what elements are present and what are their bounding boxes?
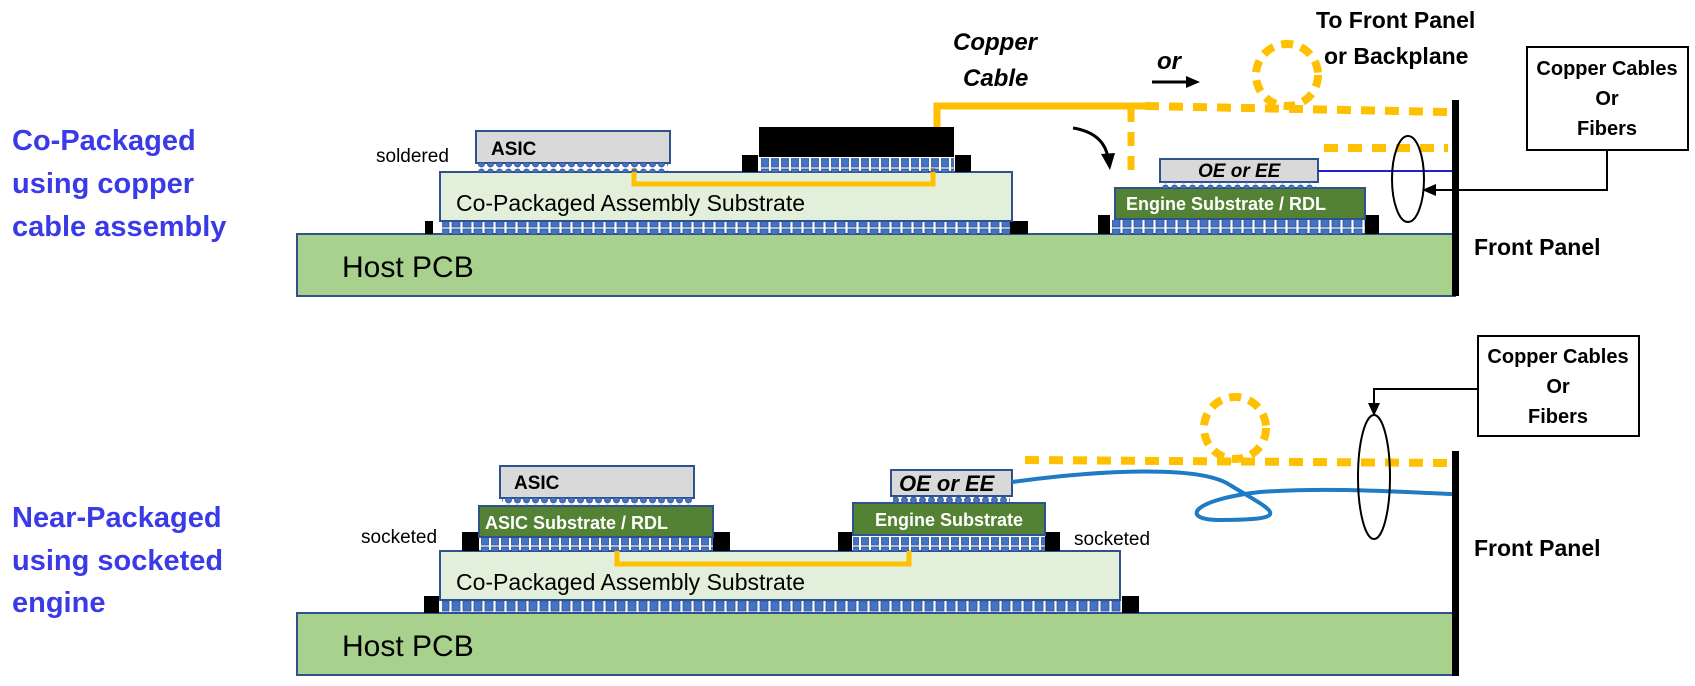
top-side-label-line-1: Co-Packaged bbox=[12, 125, 196, 157]
bottom-host-pcb bbox=[296, 612, 1456, 676]
top-panel: Co-Packaged using copper cable assembly … bbox=[12, 7, 1689, 297]
bottom-asic-die bbox=[499, 465, 695, 499]
bottom-callout-line-2: Or bbox=[1546, 376, 1570, 398]
top-callout-line-3: Fibers bbox=[1577, 118, 1637, 140]
bottom-engine-substrate bbox=[852, 502, 1046, 536]
top-connector-left-pad bbox=[742, 155, 758, 172]
bottom-callout-arrow-head bbox=[1368, 403, 1380, 416]
top-dashed-cable-to-backplane bbox=[1144, 102, 1449, 116]
bottom-bundle-ellipse bbox=[1357, 414, 1391, 540]
top-connector-bumps bbox=[760, 158, 954, 172]
bottom-asic-substrate-label: ASIC Substrate / RDL bbox=[485, 513, 668, 533]
bottom-side-label-line-3: engine bbox=[12, 587, 105, 619]
top-callout-line-2: Or bbox=[1595, 88, 1619, 110]
bottom-callout-line-1: Copper Cables bbox=[1487, 346, 1628, 368]
top-asic-label: ASIC bbox=[491, 139, 537, 160]
bottom-asic-bumps bbox=[480, 537, 713, 551]
top-curved-arrow bbox=[1072, 126, 1110, 159]
bottom-oe-ee-label: OE or EE bbox=[899, 471, 996, 496]
top-engine-substrate bbox=[1114, 187, 1366, 220]
bottom-cpa-substrate bbox=[439, 550, 1121, 601]
bottom-asic-right-pad bbox=[713, 532, 730, 551]
bottom-fiber bbox=[1011, 469, 1453, 523]
bottom-asic-label: ASIC bbox=[514, 473, 560, 494]
bottom-substrate-left-pad bbox=[424, 596, 439, 613]
bottom-substrate-trace bbox=[614, 550, 912, 567]
top-cable-connector bbox=[759, 127, 954, 157]
top-asic-bumps bbox=[478, 163, 668, 172]
bottom-engine-left-pad bbox=[838, 532, 852, 551]
top-front-panel-wall bbox=[1452, 100, 1459, 296]
bottom-callout-box bbox=[1477, 335, 1640, 437]
bottom-substrate-ball-array bbox=[442, 600, 1121, 613]
top-copper-cable-label-1: Copper bbox=[953, 29, 1039, 56]
bottom-socketed-left: socketed bbox=[361, 527, 437, 548]
top-to-front-panel-2: or Backplane bbox=[1324, 43, 1468, 69]
top-callout-leader bbox=[1436, 150, 1608, 191]
top-cpa-substrate bbox=[439, 171, 1013, 222]
top-callout-arrow-head bbox=[1422, 184, 1436, 196]
top-substrate-left-pad bbox=[425, 221, 433, 234]
top-or-arrow-head bbox=[1186, 76, 1200, 88]
top-substrate-right-pad bbox=[1010, 221, 1028, 234]
top-callout-line-1: Copper Cables bbox=[1536, 58, 1677, 80]
top-connector-right-pad bbox=[955, 155, 971, 172]
top-copper-cable bbox=[933, 102, 1145, 127]
top-or-label: or bbox=[1157, 48, 1183, 75]
top-side-label-line-3: cable assembly bbox=[12, 211, 226, 243]
top-copper-cable-label-2: Cable bbox=[963, 65, 1028, 92]
top-engine-substrate-label: Engine Substrate / RDL bbox=[1126, 194, 1326, 214]
bottom-callout-line-3: Fibers bbox=[1528, 406, 1588, 428]
bottom-callout-leader bbox=[1373, 388, 1478, 405]
top-engine-right-pad bbox=[1365, 215, 1379, 234]
top-bundle-ellipse bbox=[1391, 135, 1425, 223]
top-to-front-panel-1: To Front Panel bbox=[1316, 7, 1475, 33]
top-oe-ee-label: OE or EE bbox=[1198, 161, 1282, 182]
bottom-asic-die-bumps bbox=[502, 498, 692, 506]
bottom-oe-ee-chip bbox=[890, 469, 1013, 497]
bottom-host-pcb-label: Host PCB bbox=[342, 630, 474, 663]
bottom-side-label-line-1: Near-Packaged bbox=[12, 502, 222, 534]
top-oe-ee-bumps bbox=[1162, 182, 1316, 188]
top-engine-ball-array bbox=[1112, 220, 1365, 234]
bottom-socketed-right: socketed bbox=[1074, 529, 1150, 550]
bottom-engine-substrate-label: Engine Substrate bbox=[875, 510, 1023, 530]
top-side-label-line-2: using copper bbox=[12, 168, 194, 200]
bottom-front-panel-wall bbox=[1452, 451, 1459, 676]
bottom-engine-bumps bbox=[853, 537, 1045, 551]
top-substrate-trace bbox=[631, 168, 936, 187]
top-soldered-label: soldered bbox=[376, 146, 449, 167]
top-substrate-ball-array bbox=[442, 221, 1010, 234]
bottom-side-label-line-2: using socketed bbox=[12, 545, 223, 577]
bottom-cable-loop bbox=[1200, 393, 1270, 463]
bottom-panel: Near-Packaged using socketed engine Host… bbox=[12, 335, 1640, 676]
top-host-pcb-label: Host PCB bbox=[342, 251, 474, 284]
top-cable-loop bbox=[1252, 40, 1322, 110]
top-engine-left-pad bbox=[1098, 215, 1110, 234]
bottom-oe-ee-bumps bbox=[893, 496, 1010, 503]
top-curved-arrow-head bbox=[1101, 153, 1115, 170]
bottom-front-panel-label: Front Panel bbox=[1474, 535, 1601, 561]
top-front-panel-label: Front Panel bbox=[1474, 234, 1601, 260]
top-cpa-substrate-label: Co-Packaged Assembly Substrate bbox=[456, 190, 805, 216]
bottom-engine-right-pad bbox=[1045, 532, 1060, 551]
bottom-cpa-substrate-label: Co-Packaged Assembly Substrate bbox=[456, 569, 805, 595]
bottom-asic-left-pad bbox=[462, 532, 479, 551]
bottom-substrate-right-pad bbox=[1122, 596, 1139, 613]
top-host-pcb bbox=[296, 233, 1456, 297]
